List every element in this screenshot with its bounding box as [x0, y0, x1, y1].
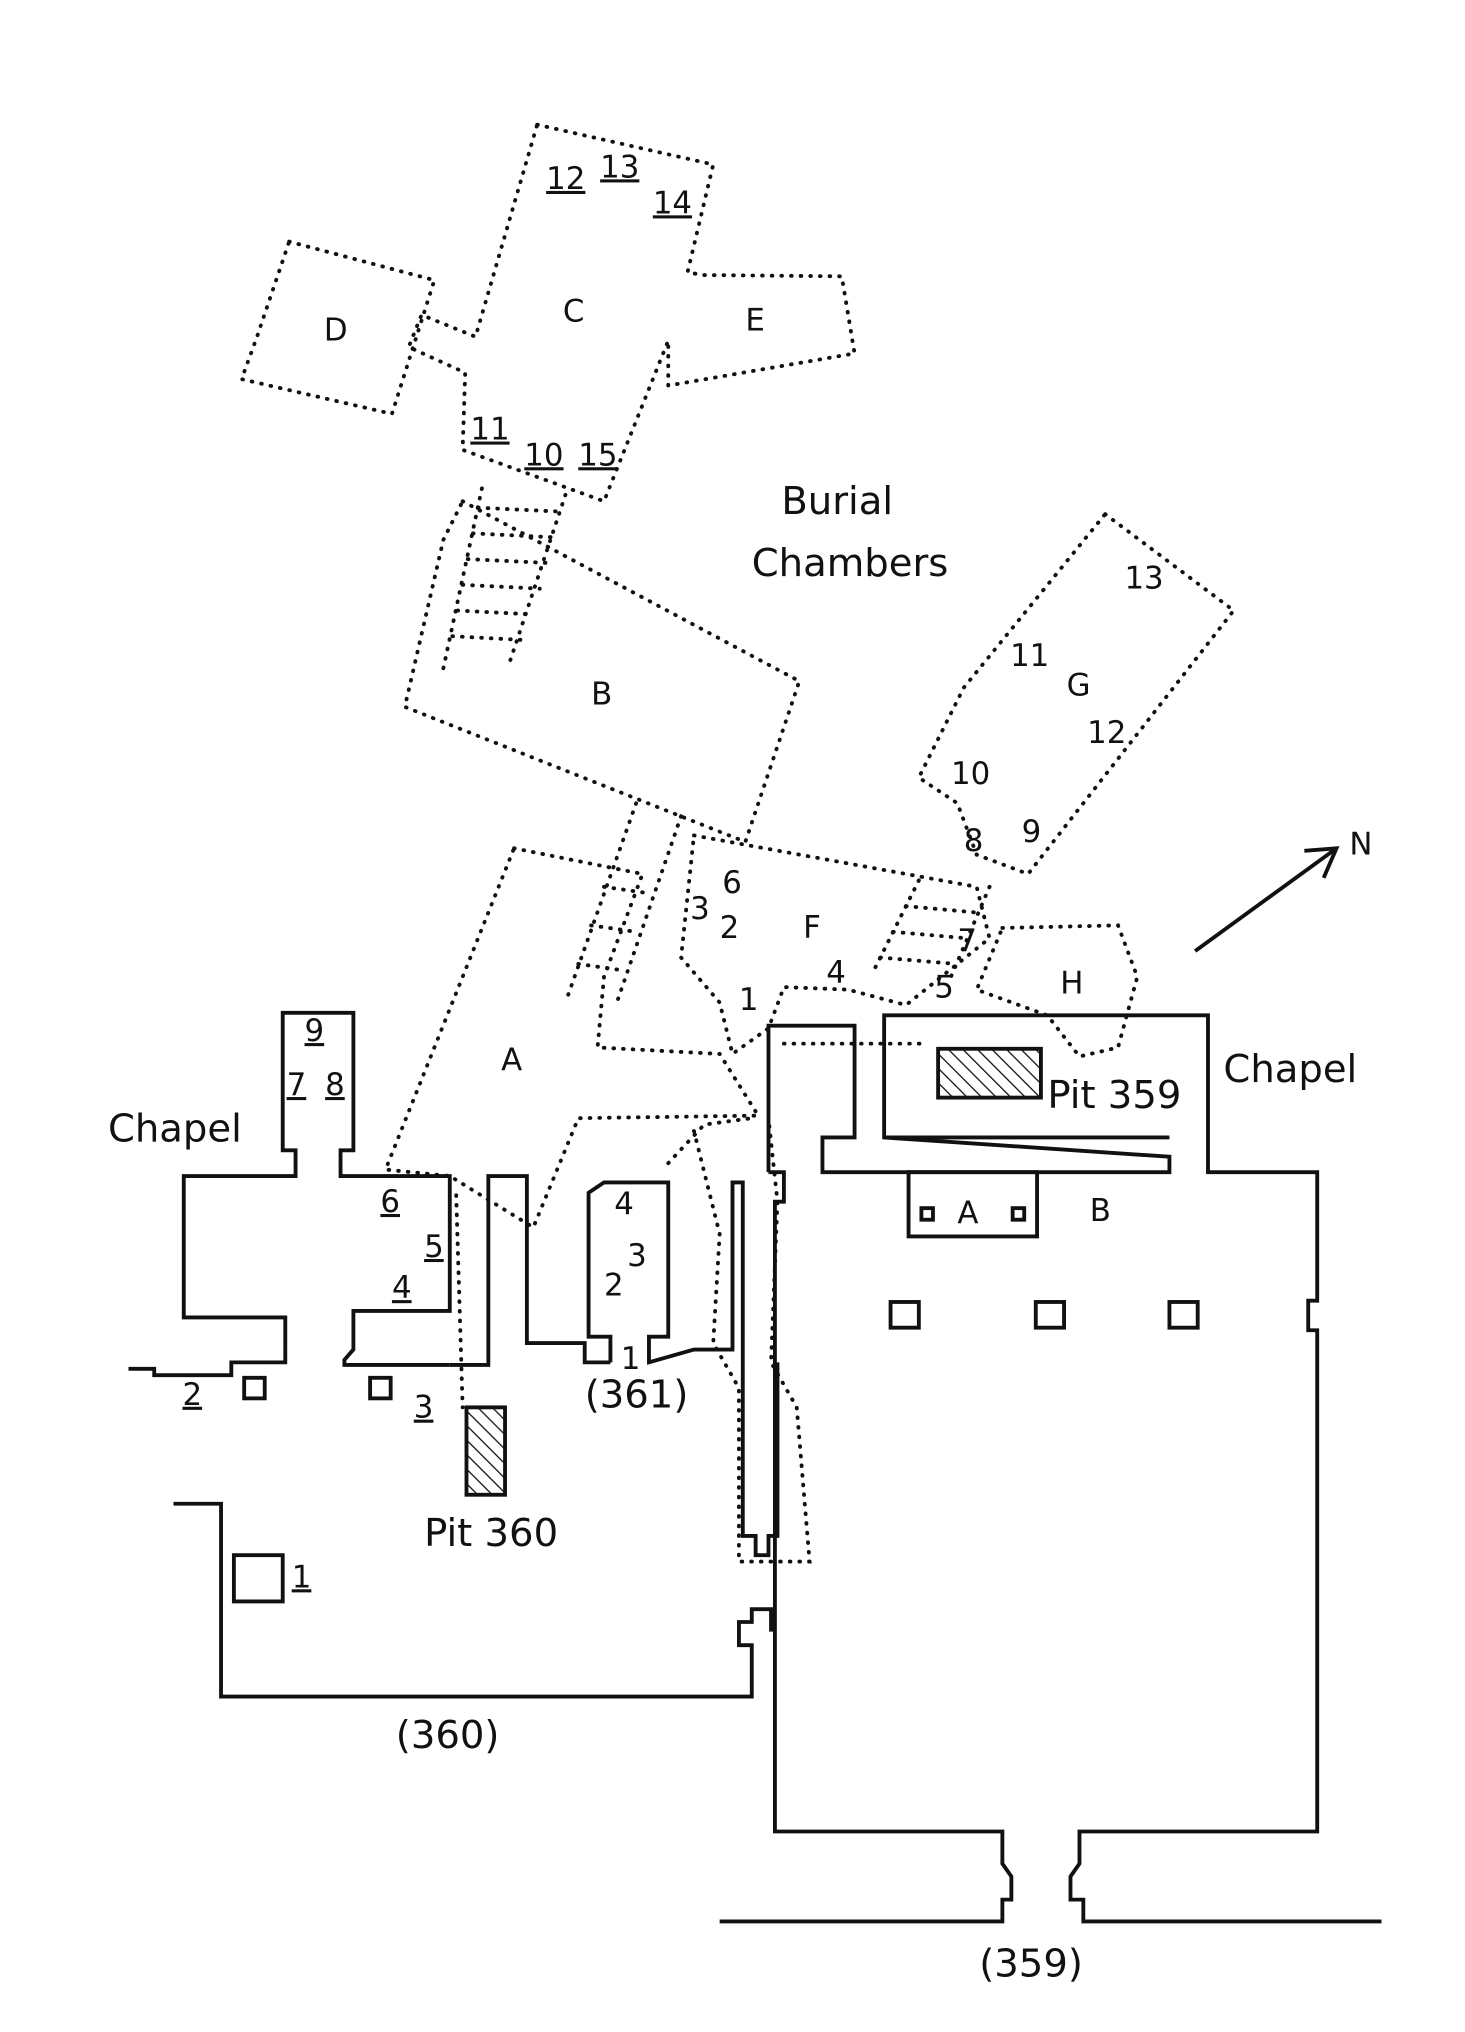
marker: 14	[653, 185, 692, 221]
marker: 6	[722, 865, 742, 901]
marker: 5	[934, 969, 954, 1005]
passage-361-top	[666, 1116, 754, 1166]
marker: 12	[1087, 715, 1126, 751]
chamber-g	[916, 511, 1237, 877]
tomb-359	[719, 1013, 1382, 1924]
chapel-left-label: Chapel	[108, 1106, 242, 1151]
room-h: H	[1060, 966, 1083, 1002]
tomb-361	[586, 1180, 780, 1558]
marker: 12	[546, 161, 585, 197]
marker: 15	[578, 437, 617, 473]
marker: 7	[287, 1067, 307, 1103]
marker: 13	[1124, 561, 1163, 597]
room-c: C	[563, 293, 585, 329]
north-arrow: N	[1193, 827, 1372, 953]
chamber-a	[382, 846, 762, 1231]
chapel-a: A	[957, 1196, 978, 1232]
room-a: A	[501, 1043, 522, 1079]
chapel-b: B	[1090, 1193, 1111, 1229]
marker: 10	[951, 756, 990, 792]
stairs-a-b	[563, 801, 684, 1005]
chamber-f	[679, 833, 992, 1058]
tomb-360-label: (360)	[396, 1713, 500, 1758]
marker: 6	[380, 1184, 400, 1220]
marker: 4	[614, 1187, 634, 1223]
marker: 8	[964, 823, 984, 859]
offering-place-a	[906, 1170, 1039, 1239]
pit-360-shaft	[464, 1405, 507, 1497]
marker: 2	[720, 910, 740, 946]
marker: 3	[627, 1238, 647, 1274]
chamber-d	[239, 239, 437, 417]
marker: 9	[305, 1013, 325, 1049]
pillar	[888, 1300, 921, 1330]
marker: 1	[739, 982, 759, 1018]
feature-1	[231, 1553, 285, 1604]
marker: 11	[1010, 638, 1049, 674]
chamber-b	[402, 498, 802, 845]
labels: Burial Chambers Chapel Chapel (359) (360…	[108, 149, 1357, 1986]
marker: 2	[182, 1377, 202, 1413]
room-e: E	[745, 302, 764, 338]
marker: 11	[470, 412, 509, 448]
marker: 3	[414, 1390, 434, 1426]
chamber-c	[406, 122, 857, 504]
marker: 1	[292, 1559, 312, 1595]
pillar	[1033, 1300, 1066, 1330]
tomb-359-label: (359)	[979, 1942, 1083, 1987]
north-label: N	[1349, 827, 1372, 863]
arrow-icon	[1193, 846, 1338, 953]
marker: 8	[325, 1067, 345, 1103]
burial-chambers	[239, 122, 1237, 1564]
pit-360-label: Pit 360	[424, 1511, 558, 1556]
marker: 1	[621, 1341, 641, 1377]
marker: 3	[690, 891, 710, 927]
title-chambers: Chambers	[752, 541, 949, 586]
room-g: G	[1067, 667, 1091, 703]
passage-360	[454, 1193, 465, 1410]
stairs-f-g	[871, 878, 992, 979]
marker: 9	[1022, 814, 1042, 850]
marker: 7	[957, 923, 977, 959]
room-b: B	[591, 676, 612, 712]
room-d: D	[324, 313, 348, 349]
pit-359-shaft	[936, 1046, 1043, 1100]
room-f: F	[803, 910, 821, 946]
chapel-right-label: Chapel	[1223, 1047, 1357, 1092]
marker: 2	[604, 1268, 624, 1304]
passage-361	[692, 1116, 812, 1564]
pillar	[1167, 1300, 1200, 1330]
marker: 4	[392, 1270, 412, 1306]
marker: 4	[826, 955, 846, 991]
title-burial: Burial	[781, 479, 893, 524]
stairs-c-b	[441, 486, 568, 671]
marker: 5	[424, 1229, 444, 1265]
chamber-h	[974, 923, 1140, 1059]
pit-359-label: Pit 359	[1047, 1073, 1181, 1118]
marker: 13	[600, 149, 639, 185]
marker: 10	[524, 437, 563, 473]
tomb-361-label: (361)	[585, 1372, 689, 1417]
tomb-360	[128, 1010, 775, 1699]
